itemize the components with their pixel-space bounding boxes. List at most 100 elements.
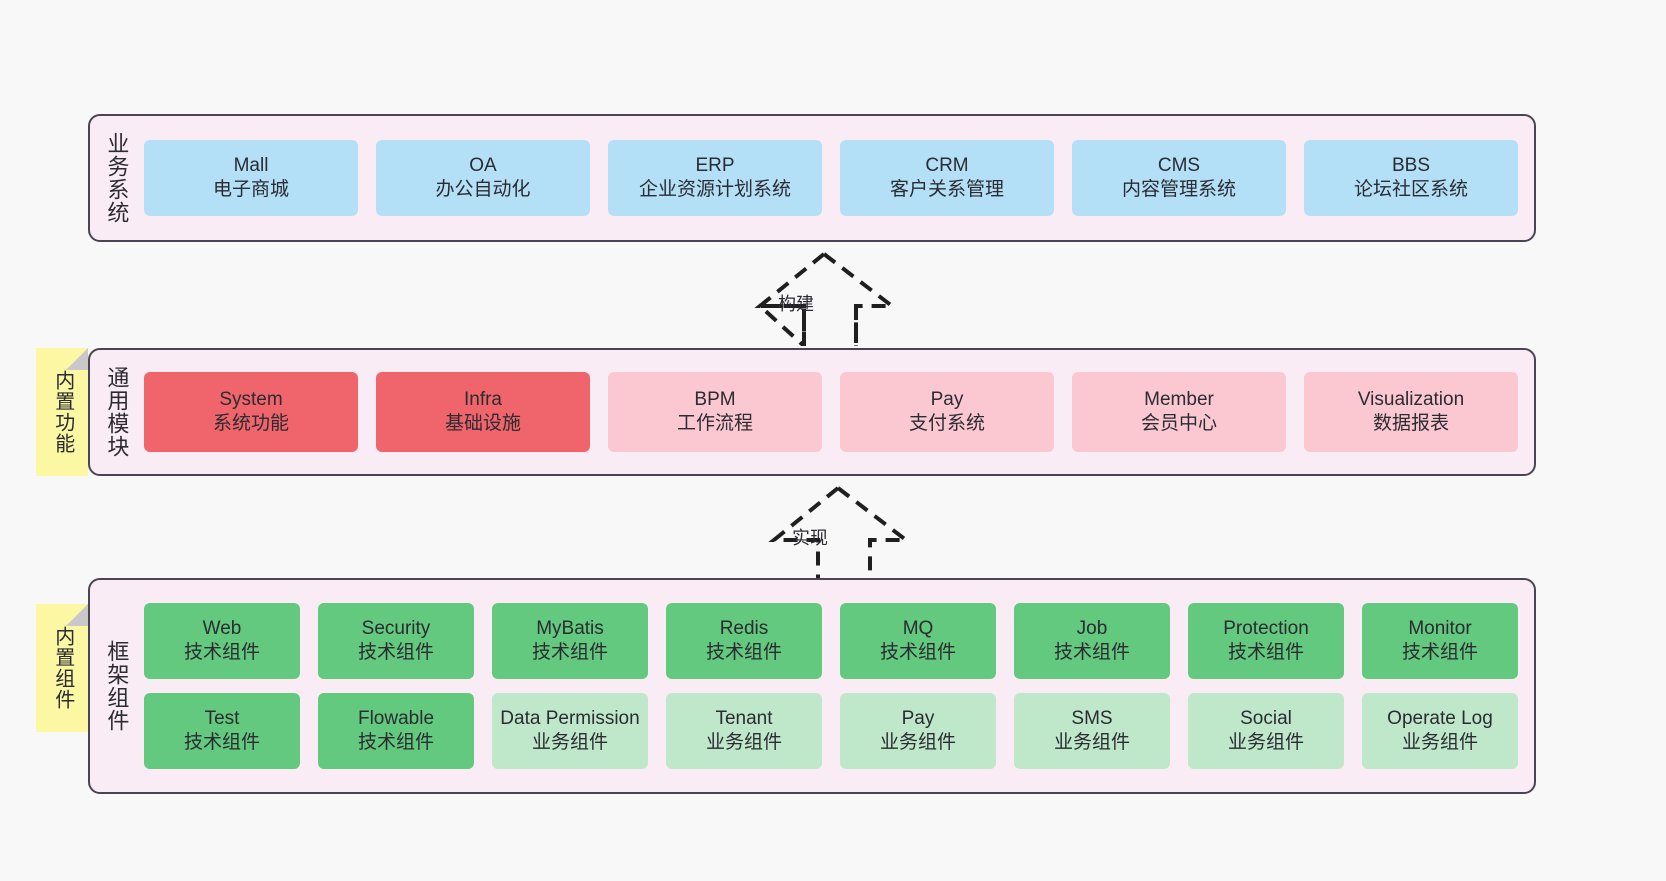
cell-title: BBS [1391,154,1431,176]
cell-title: Pay [930,388,964,410]
cell-subtitle: 论坛社区系统 [1353,179,1468,200]
cell-title: Job [1076,617,1108,639]
cell-visualization[interactable]: Visualization 数据报表 [1304,372,1518,452]
cell-title: Security [361,617,431,639]
cell-title: Infra [463,388,503,410]
note-label: 内置功能 [51,370,74,454]
cell-subtitle: 业务组件 [1053,732,1130,753]
connector-implement: 实现 [766,484,916,580]
cell-title: Pay [901,707,935,729]
cell-subtitle: 业务组件 [1227,732,1304,753]
cell-subtitle: 数据报表 [1372,413,1449,434]
layer-body-framework-components: Web 技术组件 Security 技术组件 MyBatis 技术组件 Redi… [142,580,1534,792]
cell-tenant[interactable]: Tenant 业务组件 [666,693,822,769]
cell-title: MQ [902,617,934,639]
cell-pay-module[interactable]: Pay 支付系统 [840,372,1054,452]
cell-test[interactable]: Test 技术组件 [144,693,300,769]
cell-subtitle: 电子商城 [212,179,289,200]
cell-cms[interactable]: CMS 内容管理系统 [1072,140,1286,216]
note-label: 内置组件 [51,626,74,710]
cell-security[interactable]: Security 技术组件 [318,603,474,679]
cell-subtitle: 系统功能 [212,413,289,434]
cell-subtitle: 技术组件 [1401,642,1478,663]
cell-title: Operate Log [1387,707,1493,729]
cell-subtitle: 业务组件 [531,732,608,753]
cell-subtitle: 技术组件 [357,732,434,753]
cell-data-permission[interactable]: Data Permission 业务组件 [492,693,648,769]
cell-oa[interactable]: OA 办公自动化 [376,140,590,216]
cell-operate-log[interactable]: Operate Log 业务组件 [1362,693,1518,769]
cell-flowable[interactable]: Flowable 技术组件 [318,693,474,769]
cell-social[interactable]: Social 业务组件 [1188,693,1344,769]
cell-subtitle: 技术组件 [183,732,260,753]
cell-system[interactable]: System 系统功能 [144,372,358,452]
cell-subtitle: 技术组件 [1227,642,1304,663]
cell-redis[interactable]: Redis 技术组件 [666,603,822,679]
row-tech-components: Web 技术组件 Security 技术组件 MyBatis 技术组件 Redi… [144,603,1518,679]
cell-title: Flowable [357,707,435,729]
layer-body-common-modules: System 系统功能 Infra 基础设施 BPM 工作流程 Pay 支付系统… [142,350,1534,474]
cell-subtitle: 办公自动化 [435,179,531,200]
cell-job[interactable]: Job 技术组件 [1014,603,1170,679]
cell-title: Mall [233,154,269,176]
cell-mq[interactable]: MQ 技术组件 [840,603,996,679]
connector-label-implement: 实现 [792,528,828,548]
layer-body-business-systems: Mall 电子商城 OA 办公自动化 ERP 企业资源计划系统 CRM 客户关系… [142,116,1534,240]
layer-title-common-modules: 通用模块 [104,366,130,458]
cell-infra[interactable]: Infra 基础设施 [376,372,590,452]
cell-subtitle: 业务组件 [1401,732,1478,753]
cell-subtitle: 技术组件 [183,642,260,663]
cell-subtitle: 工作流程 [676,413,753,434]
cell-bpm[interactable]: BPM 工作流程 [608,372,822,452]
cell-subtitle: 技术组件 [879,642,956,663]
cell-title: MyBatis [536,617,604,639]
cell-mybatis[interactable]: MyBatis 技术组件 [492,603,648,679]
cell-bbs[interactable]: BBS 论坛社区系统 [1304,140,1518,216]
layer-business-systems: 业务系统 Mall 电子商城 OA 办公自动化 ERP 企业资源计划系统 CRM… [88,114,1536,242]
layer-title-business-systems: 业务系统 [104,132,130,224]
cell-subtitle: 业务组件 [705,732,782,753]
row-business-components: Test 技术组件 Flowable 技术组件 Data Permission … [144,693,1518,769]
note-builtin-components[interactable]: 内置组件 [36,604,88,732]
cell-subtitle: 基础设施 [444,413,521,434]
cell-title: Web [202,617,242,639]
cell-subtitle: 会员中心 [1140,413,1217,434]
cell-title: OA [469,154,497,176]
cell-title: Member [1144,388,1214,410]
note-builtin-features[interactable]: 内置功能 [36,348,88,476]
cell-monitor[interactable]: Monitor 技术组件 [1362,603,1518,679]
cell-subtitle: 内容管理系统 [1121,179,1236,200]
cell-title: Data Permission [500,707,640,729]
cell-subtitle: 业务组件 [879,732,956,753]
cell-subtitle: 支付系统 [908,413,985,434]
cell-subtitle: 技术组件 [1053,642,1130,663]
row-business-systems: Mall 电子商城 OA 办公自动化 ERP 企业资源计划系统 CRM 客户关系… [144,140,1518,216]
layer-common-modules: 通用模块 System 系统功能 Infra 基础设施 BPM 工作流程 Pay… [88,348,1536,476]
row-common-modules: System 系统功能 Infra 基础设施 BPM 工作流程 Pay 支付系统… [144,372,1518,452]
cell-erp[interactable]: ERP 企业资源计划系统 [608,140,822,216]
cell-web[interactable]: Web 技术组件 [144,603,300,679]
cell-title: Social [1240,707,1292,729]
cell-title: Test [204,707,240,729]
cell-pay-component[interactable]: Pay 业务组件 [840,693,996,769]
cell-title: Protection [1223,617,1309,639]
connector-build: 构建 [752,250,902,346]
cell-title: Monitor [1408,617,1472,639]
cell-subtitle: 技术组件 [705,642,782,663]
cell-title: System [219,388,283,410]
cell-subtitle: 企业资源计划系统 [638,179,791,200]
cell-title: CRM [925,154,969,176]
cell-protection[interactable]: Protection 技术组件 [1188,603,1344,679]
layer-framework-components: 框架组件 Web 技术组件 Security 技术组件 MyBatis 技术组件… [88,578,1536,794]
cell-member[interactable]: Member 会员中心 [1072,372,1286,452]
cell-title: SMS [1071,707,1113,729]
connector-label-build: 构建 [778,294,814,314]
cell-sms[interactable]: SMS 业务组件 [1014,693,1170,769]
generalization-arrow-icon [768,486,912,580]
cell-crm[interactable]: CRM 客户关系管理 [840,140,1054,216]
cell-mall[interactable]: Mall 电子商城 [144,140,358,216]
cell-title: Visualization [1357,388,1465,410]
cell-title: Tenant [715,707,773,729]
cell-title: BPM [694,388,736,410]
